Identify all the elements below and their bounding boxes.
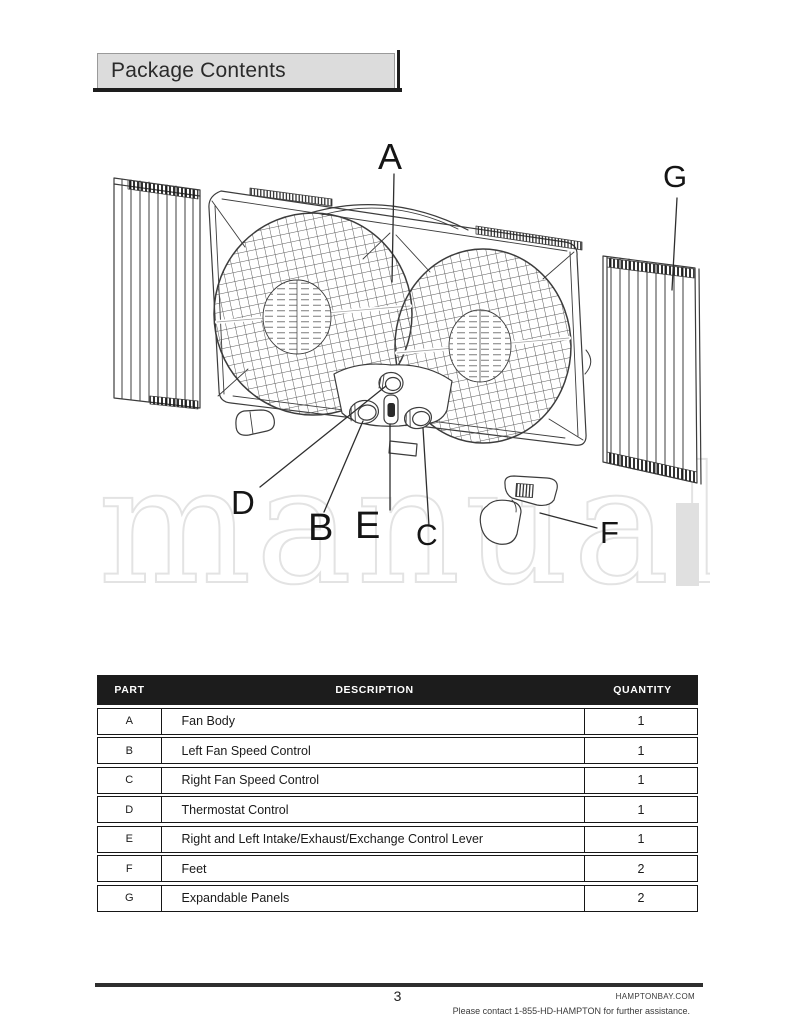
cell-quantity: 1 [637,714,645,728]
left-fan-grille [213,212,413,416]
footer-rule [95,983,703,987]
cell-quantity: 1 [637,773,645,787]
exchange-lever [383,394,399,425]
table-row: C Right Fan Speed Control 1 [97,766,698,794]
part-label-d: D [231,484,255,521]
cell-part: B [98,738,162,763]
right-speed-knob [403,406,433,430]
table-row: B Left Fan Speed Control 1 [97,737,698,764]
part-label-a: A [378,136,403,177]
cell-description: Thermostat Control [162,797,585,822]
right-expandable-panel [602,255,702,485]
table-row: F Feet 2 [97,855,698,882]
page-title: Package Contents [111,59,286,82]
cell-quantity: 1 [637,743,645,758]
cell-part: F [98,856,162,881]
leader-a [391,173,395,283]
watermark-bar [676,503,699,586]
section-header-bar: Package Contents [97,53,395,88]
thermostat-knob [378,371,404,395]
header-end-mark [397,50,400,92]
leader-b [323,420,364,513]
cell-description: Expandable Panels [162,885,585,911]
part-label-g: G [663,159,688,194]
cell-quantity: 1 [637,832,645,846]
part-label-f: F [600,515,619,550]
table-row: G Expandable Panels 2 [97,884,698,912]
cell-quantity: 2 [637,861,645,876]
cell-quantity: 2 [637,891,645,905]
cell-description: Left Fan Speed Control [162,738,585,763]
leader-g [671,197,678,291]
foot-part [479,475,558,545]
left-expandable-panel [113,177,201,410]
fan-diagram: manual [97,173,710,600]
left-speed-knob [348,399,380,425]
table-row: E Right and Left Intake/Exhaust/Exchange… [97,825,698,853]
col-header-description: DESCRIPTION [335,684,414,696]
cell-description: Feet [162,856,585,881]
cell-part: A [98,708,162,734]
footer-website: HAMPTONBAY.COM [615,992,695,1001]
leader-f [539,512,598,529]
col-header-quantity: QUANTITY [613,684,672,696]
header-underline [93,88,402,92]
part-label-b: B [308,507,334,549]
cell-description: Right Fan Speed Control [162,767,585,793]
table-row: A Fan Body 1 [97,707,698,735]
attached-foot [235,409,275,436]
cell-part: G [98,885,162,911]
table-header-row: PART DESCRIPTION QUANTITY [97,675,698,705]
package-contents-table: PART DESCRIPTION QUANTITY A Fan Body 1 B… [97,675,698,912]
part-label-c: C [416,519,438,552]
control-pod [333,363,453,430]
cell-part: C [98,767,162,793]
leader-d [259,385,387,488]
footer-support-text: Please contact 1-855-HD-HAMPTON for furt… [452,1006,690,1016]
cell-description: Right and Left Intake/Exhaust/Exchange C… [162,826,585,852]
cell-quantity: 1 [637,802,645,817]
cell-part: E [98,826,162,852]
page-number: 3 [393,988,402,1004]
col-header-part: PART [114,684,145,696]
cell-part: D [98,797,162,822]
part-label-e: E [355,505,381,547]
leader-c [422,427,430,527]
leader-lines [259,173,678,529]
table-row: D Thermostat Control 1 [97,796,698,823]
cell-description: Fan Body [162,708,585,734]
